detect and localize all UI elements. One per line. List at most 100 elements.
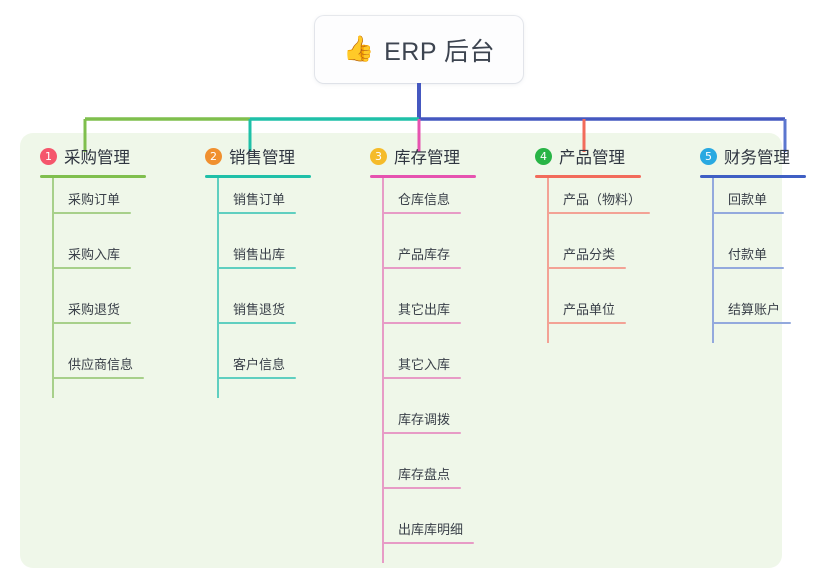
module-item-rule — [217, 377, 296, 379]
module-item-label: 采购订单 — [68, 192, 121, 207]
module-item[interactable]: 产品库存 — [370, 233, 476, 288]
module-item-rule — [382, 542, 474, 544]
module-item-label: 客户信息 — [233, 357, 286, 372]
module-item[interactable]: 销售订单 — [205, 178, 311, 233]
item-stem — [52, 288, 54, 343]
module-title: 库存管理 — [394, 149, 460, 167]
item-stem — [217, 288, 219, 343]
module-item-label: 其它出库 — [398, 302, 451, 317]
module-item[interactable]: 其它出库 — [370, 288, 476, 343]
module-item-label: 产品分类 — [563, 247, 616, 262]
module-item[interactable]: 库存调拨 — [370, 398, 476, 453]
module-number-badge: 3 — [370, 147, 387, 165]
module-item[interactable]: 出库库明细 — [370, 508, 476, 563]
module-item[interactable]: 产品分类 — [535, 233, 641, 288]
module-item-label: 库存盘点 — [398, 467, 451, 482]
item-stem — [52, 343, 54, 398]
module-item[interactable]: 采购退货 — [40, 288, 146, 343]
module-item-rule — [382, 267, 461, 269]
module-item-rule — [547, 267, 626, 269]
module-item-label: 销售订单 — [233, 192, 286, 207]
module-item-rule — [217, 212, 296, 214]
module-item-label: 采购退货 — [68, 302, 121, 317]
item-stem — [382, 343, 384, 398]
module-item[interactable]: 供应商信息 — [40, 343, 146, 398]
module-item-label: 库存调拨 — [398, 412, 451, 427]
module-item-rule — [712, 322, 791, 324]
module-column-4: 4 产品管理产品（物料） 产品分类产品单位 — [535, 144, 650, 343]
module-item[interactable]: 产品单位 — [535, 288, 641, 343]
module-item[interactable]: 采购订单 — [40, 178, 146, 233]
root-title-card[interactable]: 👍 ERP 后台 — [315, 16, 523, 83]
item-stem — [52, 178, 54, 233]
module-item-rule — [382, 212, 461, 214]
module-title: 销售管理 — [229, 149, 295, 167]
module-item-label: 产品库存 — [398, 247, 451, 262]
module-item-list: 回款单付款单结算账户 — [700, 178, 806, 343]
item-stem — [382, 453, 384, 508]
modules-panel — [20, 133, 782, 568]
module-item-label: 出库库明细 — [398, 522, 464, 537]
module-item-list: 销售订单销售出库销售退货客户信息 — [205, 178, 311, 398]
item-stem — [217, 343, 219, 398]
page-title: ERP 后台 — [384, 37, 496, 66]
root-title-inner: 👍 ERP 后台 — [343, 32, 495, 68]
module-title: 财务管理 — [724, 149, 790, 167]
module-header-4[interactable]: 4 产品管理 — [535, 144, 641, 168]
item-stem — [217, 233, 219, 288]
module-item-label: 回款单 — [728, 192, 768, 207]
module-item[interactable]: 仓库信息 — [370, 178, 476, 233]
module-item-label: 采购入库 — [68, 247, 121, 262]
module-item[interactable]: 库存盘点 — [370, 453, 476, 508]
module-item-label: 销售出库 — [233, 247, 286, 262]
module-item[interactable]: 客户信息 — [205, 343, 311, 398]
module-item[interactable]: 产品（物料） — [535, 178, 650, 233]
module-number-badge: 4 — [535, 147, 552, 165]
item-stem — [382, 398, 384, 453]
module-item[interactable]: 采购入库 — [40, 233, 146, 288]
module-item[interactable]: 销售出库 — [205, 233, 311, 288]
item-stem — [52, 233, 54, 288]
item-stem — [712, 288, 714, 343]
item-stem — [217, 178, 219, 233]
module-number-badge: 1 — [40, 147, 57, 165]
module-header-rule — [40, 175, 146, 178]
module-item-rule — [52, 212, 131, 214]
module-item-label: 供应商信息 — [68, 357, 134, 372]
item-stem — [382, 233, 384, 288]
module-item-list: 采购订单采购入库采购退货供应商信息 — [40, 178, 146, 398]
module-header-rule — [700, 175, 806, 178]
module-item[interactable]: 销售退货 — [205, 288, 311, 343]
module-item-rule — [52, 267, 131, 269]
module-item[interactable]: 其它入库 — [370, 343, 476, 398]
module-column-3: 3 库存管理仓库信息产品库存其它出库其它入库库存调拨库存盘点出库库明细 — [370, 144, 476, 563]
module-item-label: 仓库信息 — [398, 192, 451, 207]
module-item[interactable]: 付款单 — [700, 233, 806, 288]
module-item-rule — [382, 487, 461, 489]
thumbs-up-icon: 👍 — [342, 35, 375, 63]
module-item-rule — [547, 322, 626, 324]
module-item[interactable]: 结算账户 — [700, 288, 806, 343]
module-item-rule — [547, 212, 650, 214]
module-item[interactable]: 回款单 — [700, 178, 806, 233]
module-item-rule — [217, 267, 296, 269]
item-stem — [547, 178, 549, 233]
module-item-rule — [712, 212, 784, 214]
module-item-rule — [382, 322, 461, 324]
module-item-rule — [217, 322, 296, 324]
module-item-label: 销售退货 — [233, 302, 286, 317]
module-title: 产品管理 — [559, 149, 625, 167]
module-item-rule — [52, 377, 144, 379]
item-stem — [547, 288, 549, 343]
module-header-3[interactable]: 3 库存管理 — [370, 144, 476, 168]
module-item-rule — [712, 267, 784, 269]
item-stem — [547, 233, 549, 288]
item-stem — [712, 178, 714, 233]
item-stem — [382, 508, 384, 563]
